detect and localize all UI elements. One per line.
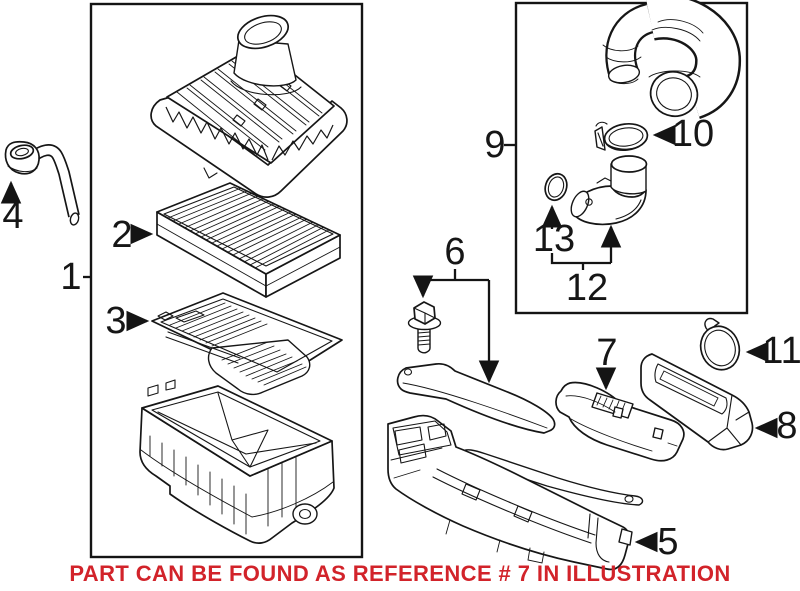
secondary-filter-tray-drawing <box>151 292 343 396</box>
callout-label-13: 13 <box>532 218 576 260</box>
breather-hose-drawing <box>4 140 80 226</box>
assembly-box-right <box>514 1 749 315</box>
callout-leaders <box>0 124 778 553</box>
callout-label-8: 8 <box>776 405 798 447</box>
callout-label-4: 4 <box>2 195 24 237</box>
seal-ring-drawing <box>544 172 568 202</box>
assembly-box-left <box>89 2 364 559</box>
callout-label-6: 6 <box>444 231 466 273</box>
air-filter-element-drawing <box>156 182 341 298</box>
callout-label-2: 2 <box>111 214 133 256</box>
reference-caption: PART CAN BE FOUND AS REFERENCE # 7 IN IL… <box>69 561 731 586</box>
callout-label-12: 12 <box>565 267 609 309</box>
callout-label-7: 7 <box>596 332 618 374</box>
mounting-bolt-drawing <box>407 301 442 354</box>
lower-air-duct-drawing <box>387 414 633 571</box>
callout-label-1: 1 <box>60 256 82 298</box>
callout-label-5: 5 <box>657 521 679 563</box>
support-bracket-drawing <box>555 381 685 462</box>
duct-cover-strip-drawing <box>396 362 556 434</box>
scoop-clamp-drawing <box>699 317 741 371</box>
air-cleaner-cover-drawing <box>150 14 348 204</box>
bracket-6 <box>423 269 489 282</box>
bracket-12 <box>550 253 611 270</box>
elbow-pipe-drawing <box>570 155 648 226</box>
callout-label-11: 11 <box>762 330 800 372</box>
callout-label-10: 10 <box>671 113 715 155</box>
inlet-scoop-drawing <box>640 353 754 451</box>
hose-clamp-drawing <box>594 121 649 152</box>
intake-duct-drawing <box>602 0 741 119</box>
air-cleaner-lower-housing-drawing <box>139 379 335 544</box>
callout-label-9: 9 <box>484 124 506 166</box>
callout-label-3: 3 <box>105 300 127 342</box>
